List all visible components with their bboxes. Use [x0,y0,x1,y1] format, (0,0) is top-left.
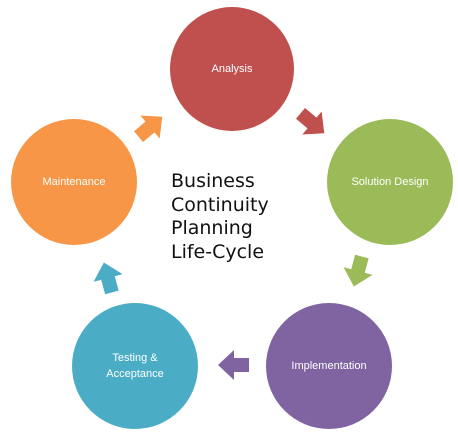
node-analysis: Analysis [170,7,294,131]
arrow-maintenance-to-analysis [134,115,163,143]
node-label: Testing & Acceptance [106,352,164,380]
node-label: Analysis [211,63,253,75]
arrow-shape [93,262,123,295]
node-solution-design: Solution Design [327,119,453,245]
node-label: Implementation [291,360,367,372]
node-maintenance: Maintenance [11,119,137,245]
arrow-implementation-to-testing [218,350,249,380]
arrow-shape [296,107,325,135]
node-testing-acceptance: Testing & Acceptance [72,303,198,429]
arrow-analysis-to-solution-design [296,107,325,135]
node-label: Maintenance [42,176,106,188]
arrow-testing-to-maintenance [93,262,123,295]
diagram-title: Business Continuity Planning Life-Cycle [171,170,269,263]
arrow-solution-design-to-implementation [343,254,373,287]
node-label: Solution Design [351,176,429,188]
arrow-shape [343,254,373,287]
node-implementation: Implementation [266,303,392,429]
arrow-shape [134,115,163,143]
arrow-shape [218,350,249,380]
